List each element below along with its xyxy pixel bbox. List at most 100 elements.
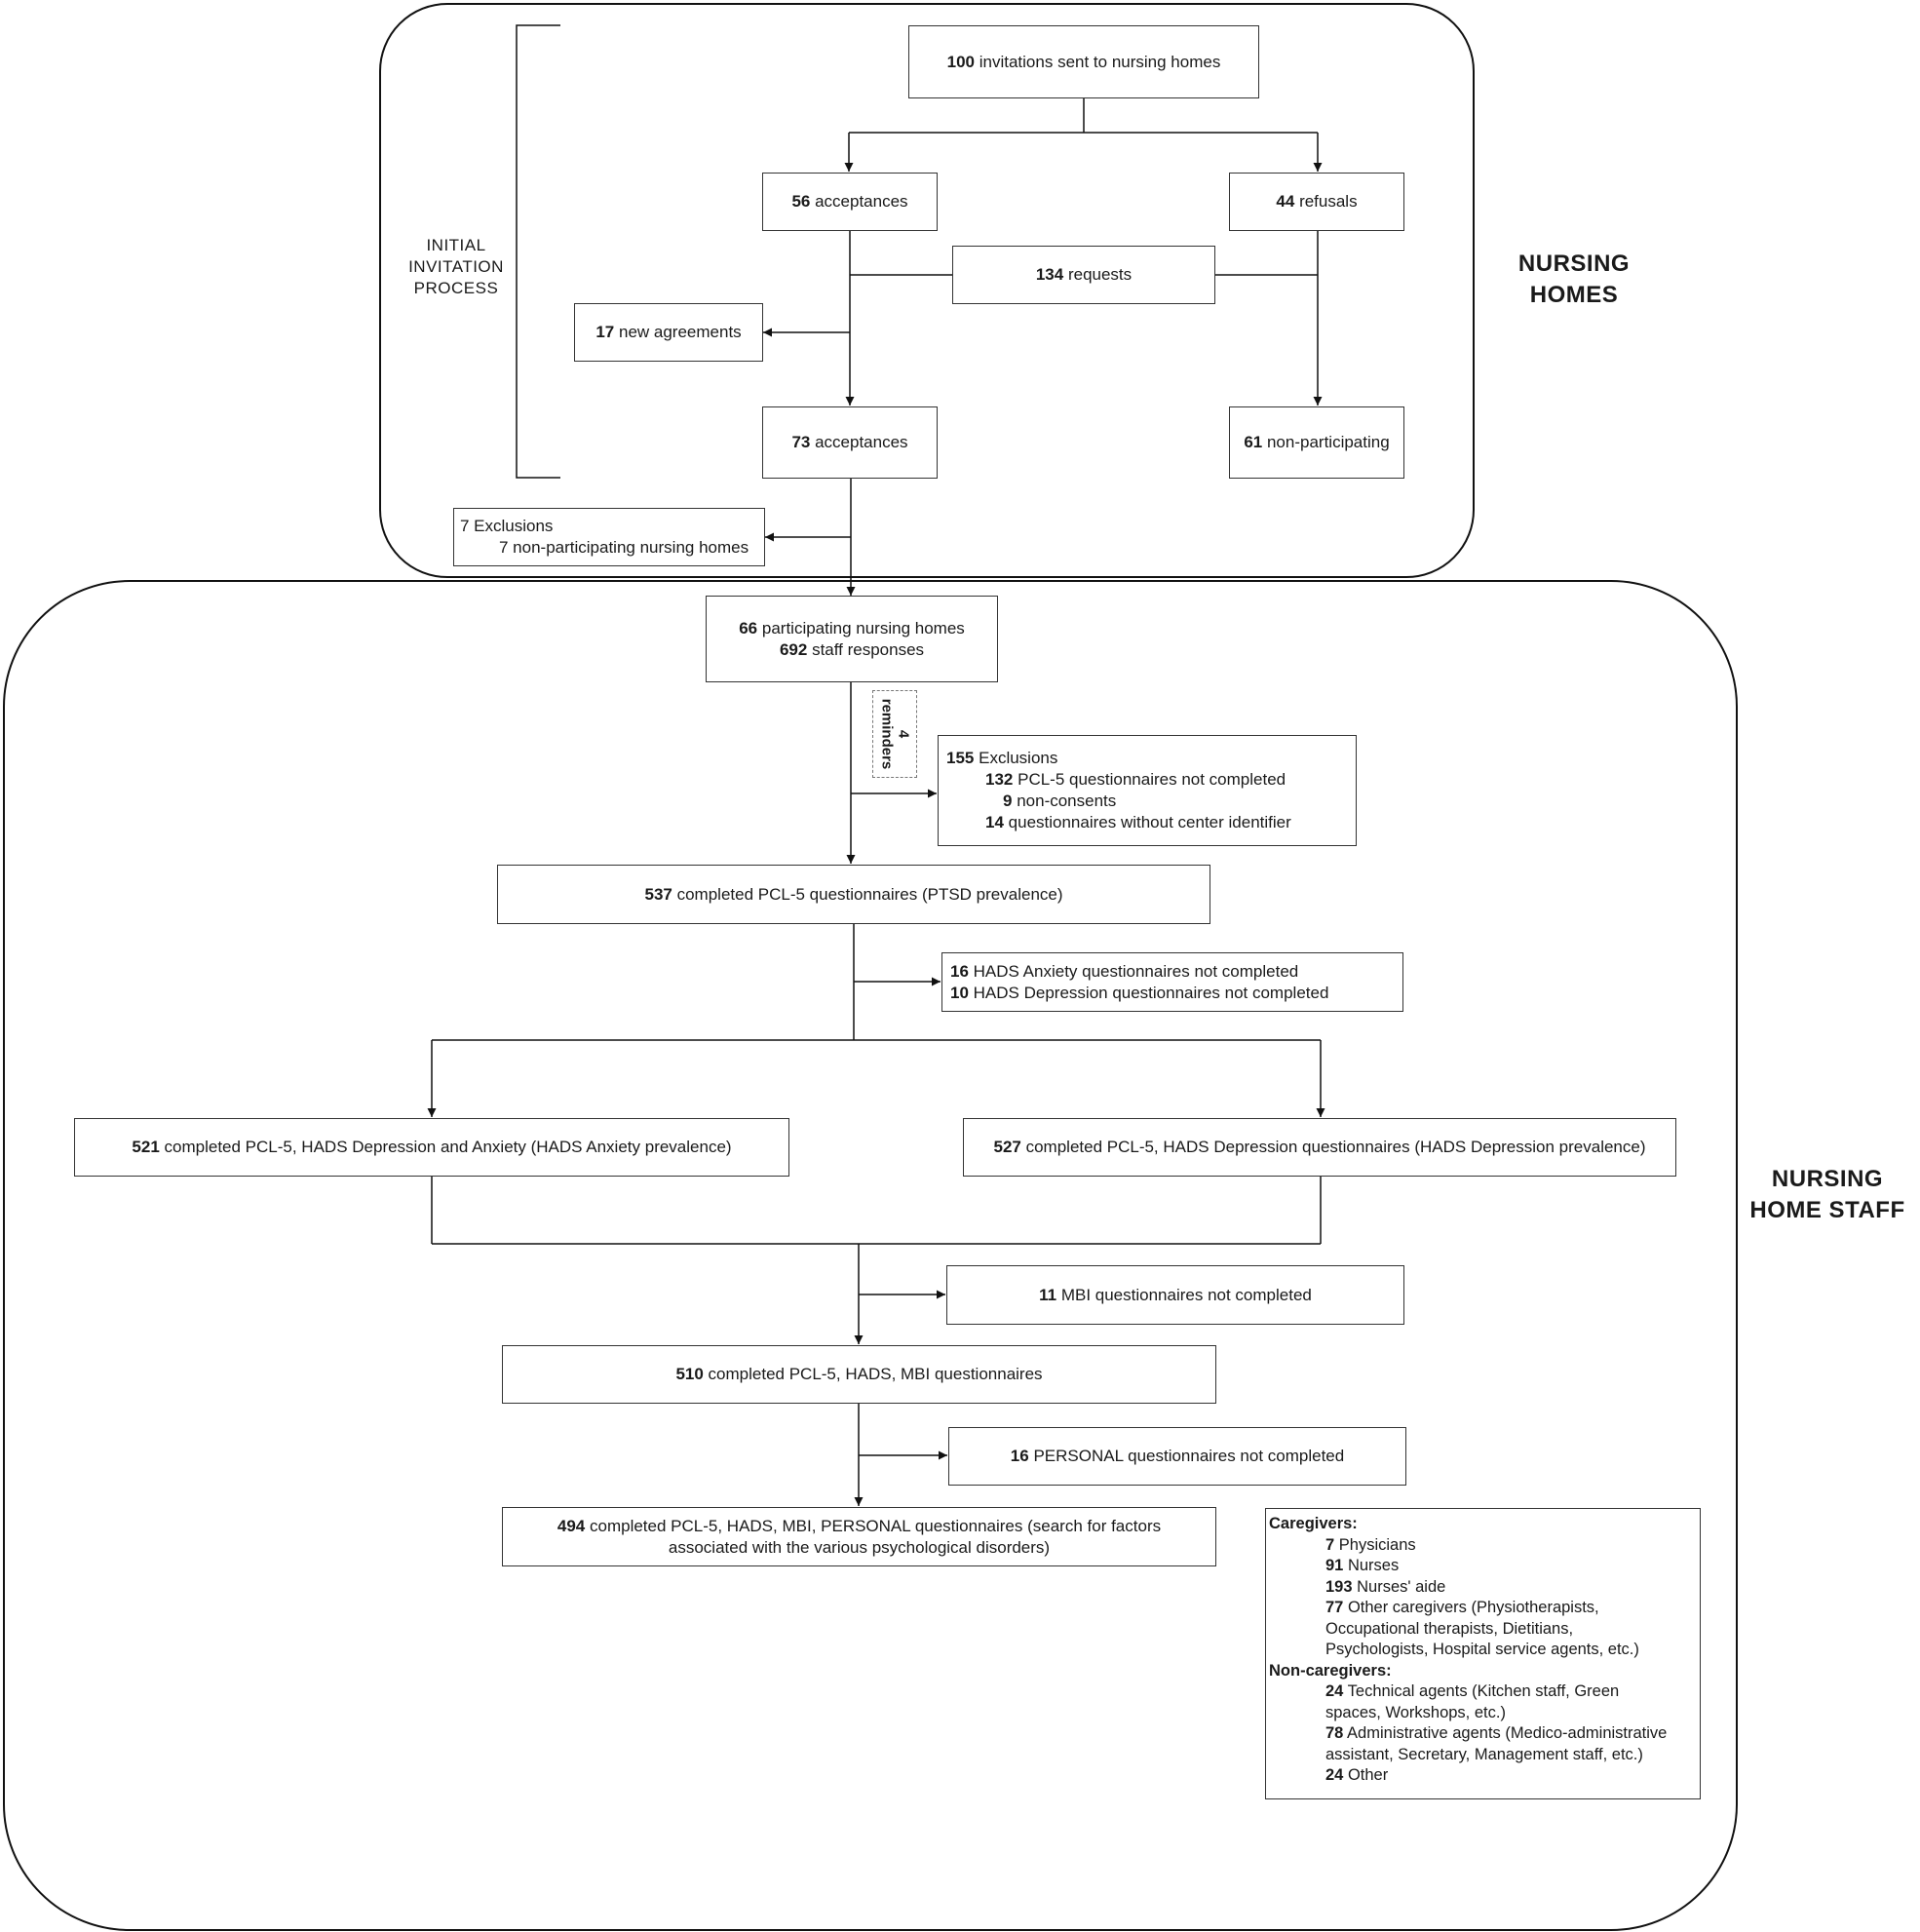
node-text: completed PCL-5, HADS Depression and Anx… — [164, 1138, 732, 1156]
completed-521-box: 521 completed PCL-5, HADS Depression and… — [74, 1118, 789, 1177]
count-value: 44 — [1276, 192, 1295, 211]
node-text: 7 non-participating nursing homes — [499, 538, 749, 557]
node-text: Exclusions — [979, 749, 1058, 767]
node-text: reminders — [878, 698, 896, 770]
node-text: Other — [1347, 1766, 1389, 1784]
node-text: INVITATION — [408, 257, 504, 276]
non-caregivers-heading: Non-caregivers: — [1269, 1661, 1392, 1680]
count-value: 77 — [1325, 1599, 1344, 1616]
node-text: completed PCL-5 questionnaires (PTSD pre… — [676, 884, 1063, 904]
text-line: 9 non-consents — [946, 791, 1116, 812]
node-text: Nurses — [1347, 1557, 1400, 1574]
invitations-box: 100 invitations sent to nursing homes — [908, 25, 1259, 98]
text-line: 193 Nurses' aide — [1269, 1577, 1445, 1599]
text-line: 24 Technical agents (Kitchen staff, Gree… — [1269, 1681, 1619, 1703]
node-text: MBI questionnaires not completed — [1060, 1285, 1312, 1304]
text-line: 61 non-participating — [1244, 432, 1389, 453]
text-line: 14 questionnaires without center identif… — [946, 812, 1291, 833]
nursing-homes-label: NURSING HOMES — [1491, 249, 1657, 311]
count-value: 692 — [779, 639, 808, 659]
count-value: 510 — [675, 1365, 704, 1383]
text-line: 11 MBI questionnaires not completed — [1039, 1285, 1312, 1306]
node-text: 7 Exclusions — [460, 517, 554, 535]
node-text: INITIAL — [426, 236, 486, 254]
exclusions-7-box: 7 Exclusions 7 non-participating nursing… — [453, 508, 765, 566]
node-text: assistant, Secretary, Management staff, … — [1325, 1745, 1643, 1763]
node-text: Other caregivers (Physiotherapists, — [1347, 1599, 1599, 1616]
text-line: 73 acceptances — [791, 432, 907, 453]
count-value: 193 — [1325, 1577, 1353, 1596]
count-value: 73 — [791, 433, 811, 451]
participating-66-box: 66 participating nursing homes 692 staff… — [706, 596, 998, 682]
text-line: 78 Administrative agents (Medico-adminis… — [1269, 1723, 1667, 1745]
refusals-44-box: 44 refusals — [1229, 173, 1404, 231]
new-agreements-17-box: 17 new agreements — [574, 303, 763, 362]
node-text: HADS Depression questionnaires not compl… — [973, 983, 1329, 1002]
node-text: completed PCL-5, HADS Depression questio… — [1025, 1138, 1646, 1156]
node-text: Technical agents (Kitchen staff, Green — [1347, 1682, 1620, 1700]
text-line: 134 requests — [1036, 264, 1132, 286]
node-text: Physicians — [1338, 1535, 1416, 1554]
node-text: 4 — [895, 729, 912, 739]
count-value: 521 — [132, 1138, 160, 1156]
text-line: 16 PERSONAL questionnaires not completed — [1011, 1446, 1344, 1467]
text-line: 17 new agreements — [595, 322, 741, 343]
node-text: PERSONAL questionnaires not completed — [1033, 1447, 1345, 1465]
node-text: Administrative agents (Medico-administra… — [1347, 1724, 1668, 1742]
text-line: 527 completed PCL-5, HADS Depression que… — [993, 1137, 1645, 1158]
count-value: 9 — [1003, 792, 1013, 810]
count-value: 61 — [1244, 433, 1263, 451]
count-value: 537 — [644, 884, 672, 904]
text-line: 132 PCL-5 questionnaires not completed — [946, 769, 1286, 791]
count-value: 91 — [1325, 1557, 1344, 1574]
node-text: questionnaires without center identifier — [1008, 813, 1291, 831]
node-text: non-consents — [1017, 792, 1117, 810]
node-text: Psychologists, Hospital service agents, … — [1325, 1641, 1639, 1658]
node-text: refusals — [1299, 192, 1358, 211]
text-line: 24 Other — [1269, 1765, 1388, 1787]
count-value: 494 — [557, 1516, 586, 1535]
count-value: 78 — [1325, 1724, 1344, 1742]
count-value: 527 — [993, 1138, 1021, 1156]
count-value: 66 — [739, 618, 758, 638]
node-text: PCL-5 questionnaires not completed — [1018, 770, 1286, 789]
node-text: requests — [1067, 265, 1133, 284]
node-text: participating nursing homes — [761, 618, 965, 638]
node-text: HADS Anxiety questionnaires not complete… — [973, 961, 1299, 981]
count-value: 7 — [1325, 1535, 1335, 1554]
text-line: 494 completed PCL-5, HADS, MBI, PERSONAL… — [557, 1516, 1161, 1537]
nursing-home-staff-region — [3, 580, 1738, 1931]
hads-not-completed-box: 16 HADS Anxiety questionnaires not compl… — [941, 952, 1403, 1012]
count-value: 11 — [1039, 1285, 1057, 1304]
mbi-not-completed-box: 11 MBI questionnaires not completed — [946, 1265, 1404, 1325]
node-text: HOME STAFF — [1749, 1197, 1905, 1223]
text-line: 537 completed PCL-5 questionnaires (PTSD… — [644, 884, 1062, 906]
node-text: completed PCL-5, HADS, MBI, PERSONAL que… — [590, 1516, 1162, 1535]
caregivers-heading: Caregivers: — [1269, 1515, 1358, 1532]
count-value: 16 — [1010, 1447, 1029, 1465]
initial-invitation-process-label: INITIAL INVITATION PROCESS — [398, 235, 515, 299]
count-value: 132 — [985, 770, 1014, 789]
text-line: 66 participating nursing homes — [739, 618, 965, 639]
text-line: 521 completed PCL-5, HADS Depression and… — [132, 1137, 731, 1158]
text-line: 10 HADS Depression questionnaires not co… — [950, 983, 1328, 1004]
text-line: 155 Exclusions — [946, 748, 1057, 769]
text-line: 77 Other caregivers (Physiotherapists, — [1269, 1598, 1599, 1619]
node-text: non-participating — [1266, 433, 1390, 451]
count-value: 24 — [1325, 1766, 1344, 1784]
text-line: 56 acceptances — [791, 191, 907, 213]
nursing-home-staff-label: NURSING HOME STAFF — [1737, 1164, 1918, 1226]
staff-categories-box: Caregivers: 7 Physicians 91 Nurses 193 N… — [1265, 1508, 1701, 1799]
node-text: NURSING — [1771, 1166, 1884, 1192]
text-line: 44 refusals — [1276, 191, 1357, 213]
count-value: 100 — [946, 52, 976, 71]
personal-not-completed-box: 16 PERSONAL questionnaires not completed — [948, 1427, 1406, 1486]
text-line: 692 staff responses — [780, 639, 924, 661]
count-value: 14 — [985, 813, 1004, 831]
requests-134-box: 134 requests — [952, 246, 1215, 304]
count-value: 17 — [595, 323, 615, 341]
node-text: NURSING — [1517, 251, 1631, 277]
completed-494-box: 494 completed PCL-5, HADS, MBI, PERSONAL… — [502, 1507, 1216, 1566]
